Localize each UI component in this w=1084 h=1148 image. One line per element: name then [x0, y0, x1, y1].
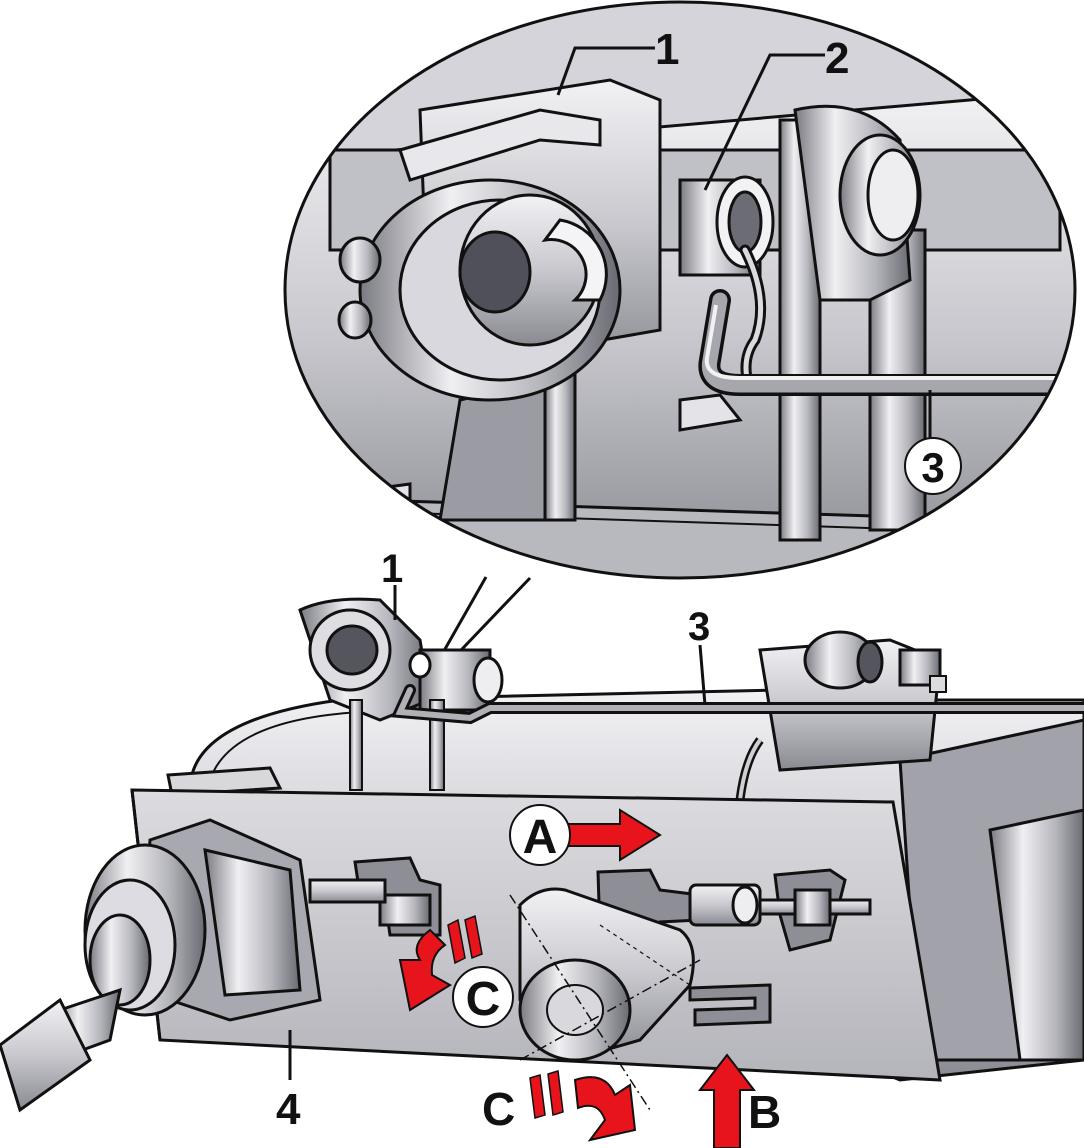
arrow-c-upper	[398, 914, 483, 1012]
main-assembly	[0, 597, 1084, 1113]
leader-lines	[288, 46, 932, 1080]
arrow-b	[697, 1053, 757, 1148]
inset-callout-1: 1	[655, 25, 679, 74]
rotary-cylinder	[509, 887, 701, 1111]
label-a-badge	[509, 804, 571, 866]
arrow-a	[567, 808, 662, 862]
callout-labels: 1 2 3 1 3 4	[276, 25, 962, 1134]
arrow-c-lower	[529, 1070, 637, 1142]
inset-callout-2: 2	[825, 34, 849, 83]
label-b: B	[748, 1086, 781, 1138]
label-c-upper: C	[466, 973, 501, 1026]
inset-callout-3-badge	[904, 437, 962, 495]
motion-arrows	[398, 808, 757, 1148]
label-c-upper-badge	[452, 966, 514, 1028]
main-callout-3: 3	[688, 605, 710, 649]
label-c-lower: C	[482, 1083, 515, 1135]
magnified-inset	[283, 0, 1077, 580]
main-callout-4: 4	[276, 1085, 301, 1134]
main-callout-1: 1	[381, 547, 403, 591]
inset-border	[283, 0, 1077, 580]
motion-letter-labels: A C C B	[452, 804, 781, 1138]
inset-callout-3: 3	[921, 444, 944, 491]
label-a: A	[523, 811, 558, 864]
